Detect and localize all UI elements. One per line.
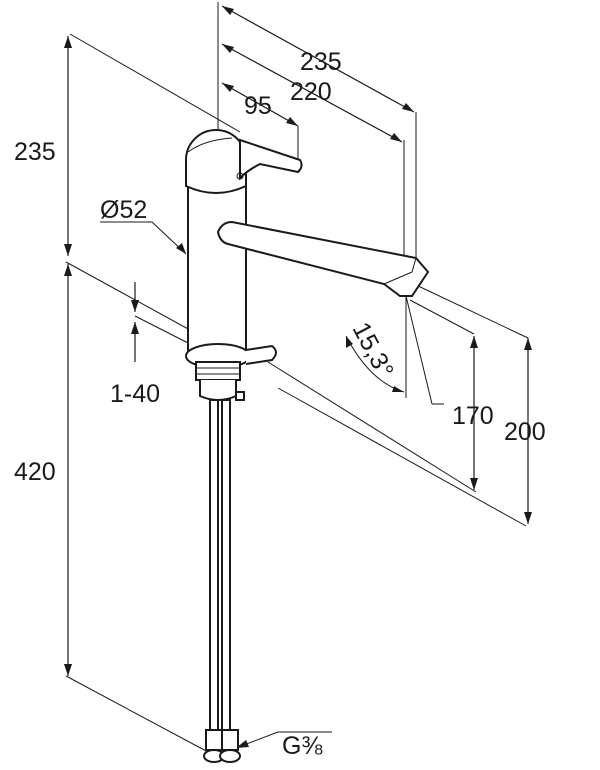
label-body-diameter: Ø52 bbox=[100, 196, 147, 224]
label-spout-reach: 220 bbox=[290, 78, 332, 106]
label-deck-thickness: 1-40 bbox=[110, 380, 160, 408]
hose-fitting-right bbox=[221, 729, 239, 751]
lever-handle bbox=[239, 138, 303, 181]
label-total-height: 235 bbox=[14, 138, 56, 166]
faucet-body bbox=[187, 175, 247, 358]
dimension-lines bbox=[65, 2, 529, 753]
label-lever-reach: 95 bbox=[244, 92, 272, 120]
indicator-dot bbox=[236, 172, 244, 180]
mounting-nut bbox=[195, 361, 241, 381]
label-overall-reach: 235 bbox=[300, 48, 342, 76]
spout bbox=[216, 220, 430, 297]
label-thread: G⅜ bbox=[282, 732, 322, 760]
label-spout-clearance: 170 bbox=[452, 402, 494, 430]
hose-fitting-left bbox=[205, 729, 223, 751]
label-spout-height: 200 bbox=[504, 418, 546, 446]
supply-hose-left bbox=[209, 399, 219, 731]
faucet bbox=[185, 129, 430, 763]
label-below-deck-length: 420 bbox=[14, 458, 56, 486]
supply-hose-right bbox=[221, 399, 231, 731]
dimension-arrows bbox=[64, 6, 532, 748]
